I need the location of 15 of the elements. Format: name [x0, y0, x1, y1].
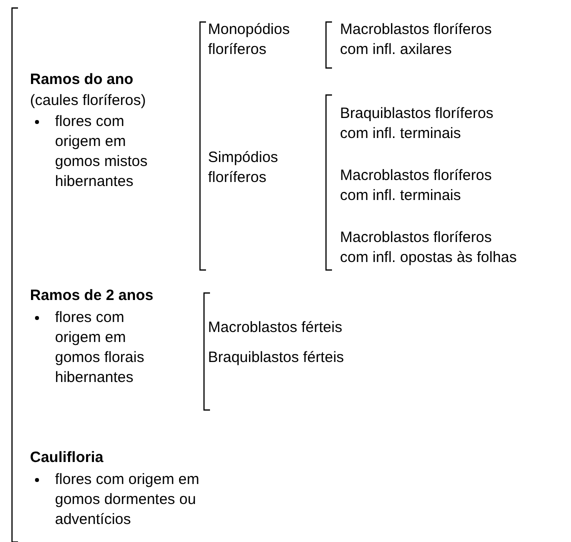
label-text: (caules floríferos): [30, 91, 147, 111]
bullet-text: flores com origem em gomos mistos hibernantes: [55, 112, 149, 192]
bullet-text: flores com origem em gomos florais hibernantes: [55, 308, 146, 388]
label-text: Braquiblastos floríferos com infl. terminais: [340, 104, 494, 144]
label-text: Braquiblastos férteis: [208, 348, 345, 368]
group-heading: Caulifloria: [30, 448, 104, 468]
group-heading: Ramos de 2 anos: [30, 286, 154, 306]
label-text: Macroblastos floríferos com infl. terminais: [340, 166, 493, 206]
label-text: Simpódios floríferos: [208, 148, 280, 188]
group-heading: Ramos do ano: [30, 70, 134, 90]
label-text: Macroblastos floríferos com infl. opostas às folhas: [340, 228, 518, 268]
label-text: Macroblastos férteis: [208, 318, 344, 338]
label-text: Monopódios floríferos: [208, 20, 291, 60]
label-text: Macroblastos floríferos com infl. axilares: [340, 20, 493, 60]
bullet-text: flores com origem em gomos dormentes ou adventícios: [55, 470, 200, 530]
